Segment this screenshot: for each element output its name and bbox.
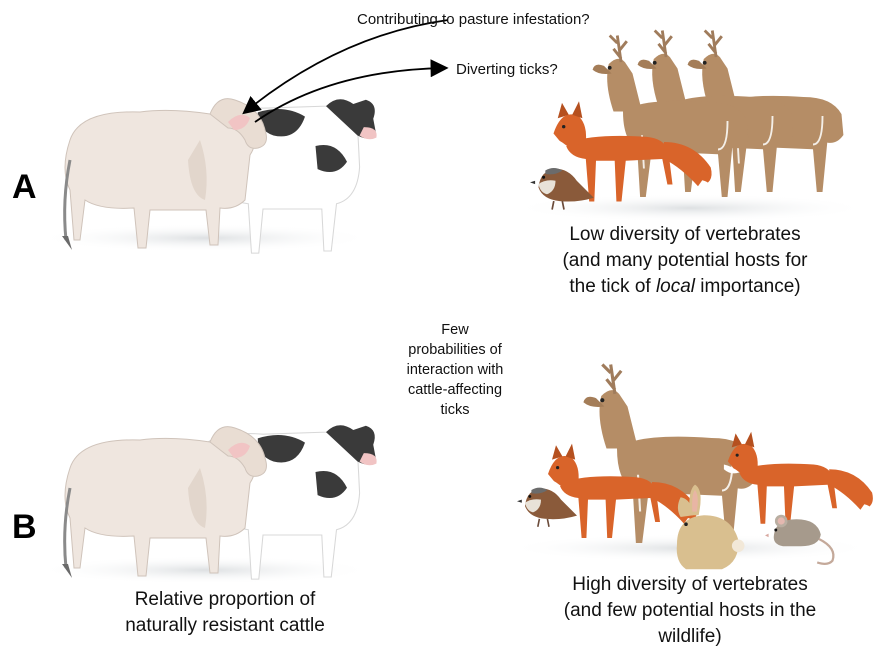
note-line: probabilities of (390, 340, 520, 360)
caption-line: (and many potential hosts for (500, 248, 870, 274)
caption-line: the tick of local importance) (500, 274, 870, 300)
few-probabilities-note: Few probabilities of interaction with ca… (390, 320, 520, 420)
panel-label-b: B (12, 508, 37, 547)
caption-line: Low diversity of vertebrates (500, 222, 870, 248)
arrow-label-diverting: Diverting ticks? (456, 60, 558, 80)
caption-text: importance) (695, 276, 801, 297)
panel-label-a: A (12, 168, 37, 207)
arrow-to-zebu (245, 20, 448, 112)
caption-resistant-cattle: Relative proportion of naturally resista… (75, 587, 375, 639)
caption-text: the tick of (569, 276, 656, 297)
caption-line: wildlife) (510, 624, 870, 650)
note-line: ticks (390, 400, 520, 420)
caption-line: naturally resistant cattle (75, 613, 375, 639)
caption-line: High diversity of vertebrates (510, 572, 870, 598)
note-line: Few (390, 320, 520, 340)
caption-line: (and few potential hosts in the (510, 598, 870, 624)
arrow-label-contributing: Contributing to pasture infestation? (357, 10, 590, 30)
caption-line: Relative proportion of (75, 587, 375, 613)
caption-low-diversity: Low diversity of vertebrates (and many p… (500, 222, 870, 300)
caption-high-diversity: High diversity of vertebrates (and few p… (510, 572, 870, 650)
note-line: cattle-affecting (390, 380, 520, 400)
note-line: interaction with (390, 360, 520, 380)
zebu-cow-icon (62, 427, 266, 578)
red-fox-icon (724, 432, 873, 524)
caption-italic-local: local (656, 276, 695, 297)
